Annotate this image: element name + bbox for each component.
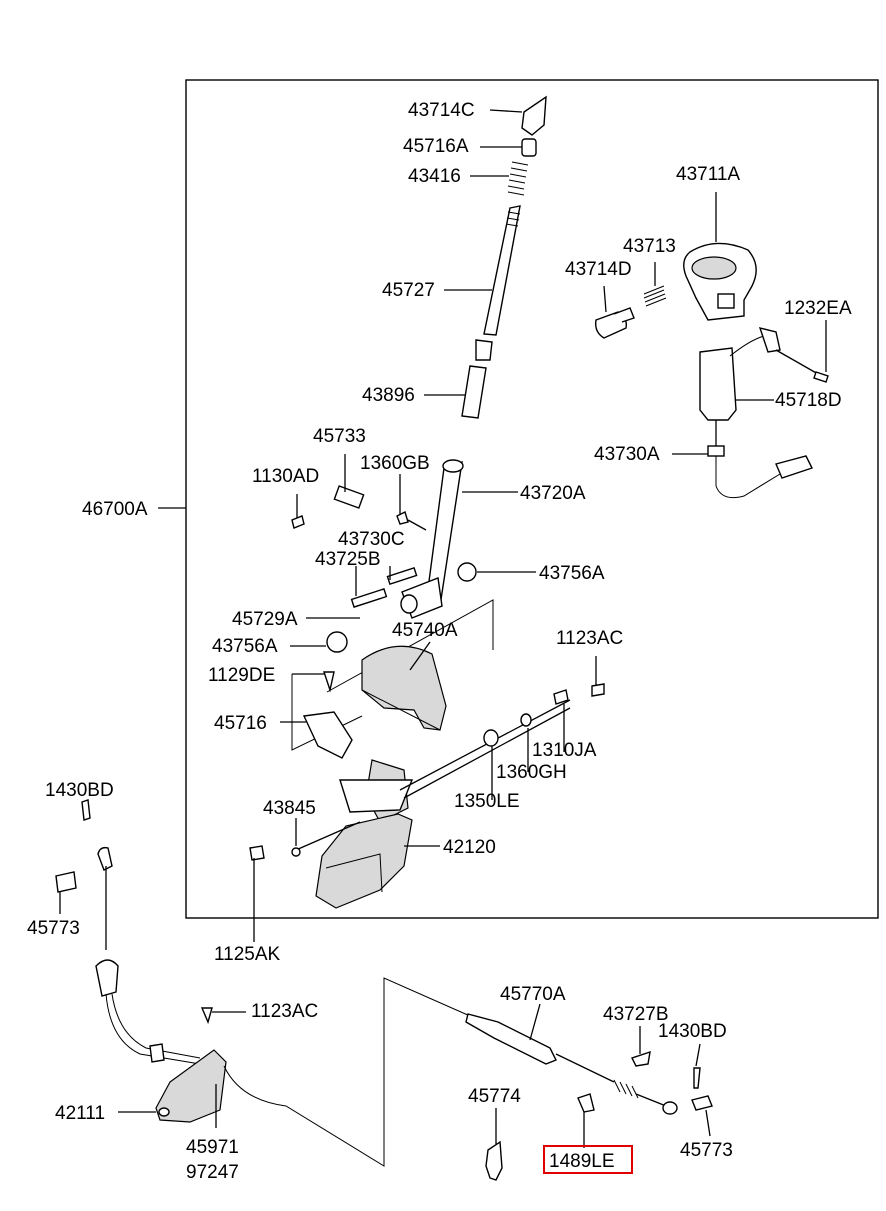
part-label-43896: 43896	[362, 385, 415, 406]
part-label-1129de: 1129DE	[208, 665, 275, 686]
part-label-43730c: 43730C	[338, 529, 405, 550]
part-label-1360gb: 1360GB	[360, 453, 430, 474]
part-label-43756a-left: 43756A	[212, 636, 278, 657]
part-label-43727b: 43727B	[603, 1004, 669, 1025]
part-label-1232ea: 1232EA	[784, 298, 852, 319]
lower-cable-assembly	[55, 799, 471, 1167]
part-label-45774: 45774	[468, 1086, 521, 1107]
part-label-1310ja: 1310JA	[532, 740, 597, 761]
part-label-97247: 97247	[186, 1162, 239, 1183]
part-label-1130ad: 1130AD	[252, 466, 319, 487]
part-label-1123ac-top: 1123AC	[556, 628, 623, 649]
part-label-43725b: 43725B	[315, 549, 381, 570]
part-label-45716: 45716	[214, 713, 267, 734]
part-label-1489le[interactable]: 1489LE	[549, 1151, 615, 1172]
part-label-1125ak: 1125AK	[214, 944, 281, 965]
part-label-1350le: 1350LE	[454, 791, 520, 812]
part-label-45773-right: 45773	[680, 1140, 733, 1161]
assembly-frame	[185, 79, 879, 919]
part-label-45770a: 45770A	[500, 984, 566, 1005]
part-label-1430bd-left: 1430BD	[45, 780, 114, 801]
part-label-45971: 45971	[186, 1137, 239, 1158]
part-label-45718d: 45718D	[775, 390, 842, 411]
part-label-43730a: 43730A	[594, 444, 660, 465]
button-rod-assembly	[424, 95, 547, 419]
part-label-43756a-right: 43756A	[539, 563, 605, 584]
part-label-43714d: 43714D	[565, 259, 632, 280]
part-label-46700a: 46700A	[82, 499, 148, 520]
part-label-42120: 42120	[443, 837, 496, 858]
lever-bracket-assembly	[158, 454, 605, 942]
part-label-42111: 42111	[55, 1103, 105, 1124]
part-label-43713: 43713	[623, 236, 676, 257]
shift-knob-assembly	[594, 192, 829, 499]
part-label-45729a: 45729A	[232, 609, 298, 630]
part-label-45733: 45733	[313, 426, 366, 447]
part-label-43416: 43416	[408, 166, 461, 187]
part-label-43720a: 43720A	[520, 483, 586, 504]
part-label-1123ac-bottom: 1123AC	[251, 1001, 318, 1022]
part-label-1430bd-right: 1430BD	[658, 1021, 727, 1042]
part-label-43711a: 43711A	[676, 164, 740, 185]
part-label-45773-left: 45773	[27, 918, 80, 939]
part-label-45740a: 45740A	[392, 620, 458, 641]
part-label-1360gh: 1360GH	[496, 762, 567, 783]
part-label-43714c: 43714C	[408, 100, 475, 121]
selector-cable-assembly	[465, 1003, 713, 1181]
part-label-45716a: 45716A	[403, 136, 469, 157]
highlight-box	[543, 1145, 633, 1174]
part-number-labels: 43714C 45716A 43416 45727 43896 43711A 4…	[27, 100, 852, 1183]
part-label-43845: 43845	[263, 798, 316, 819]
part-label-45727: 45727	[382, 280, 435, 301]
